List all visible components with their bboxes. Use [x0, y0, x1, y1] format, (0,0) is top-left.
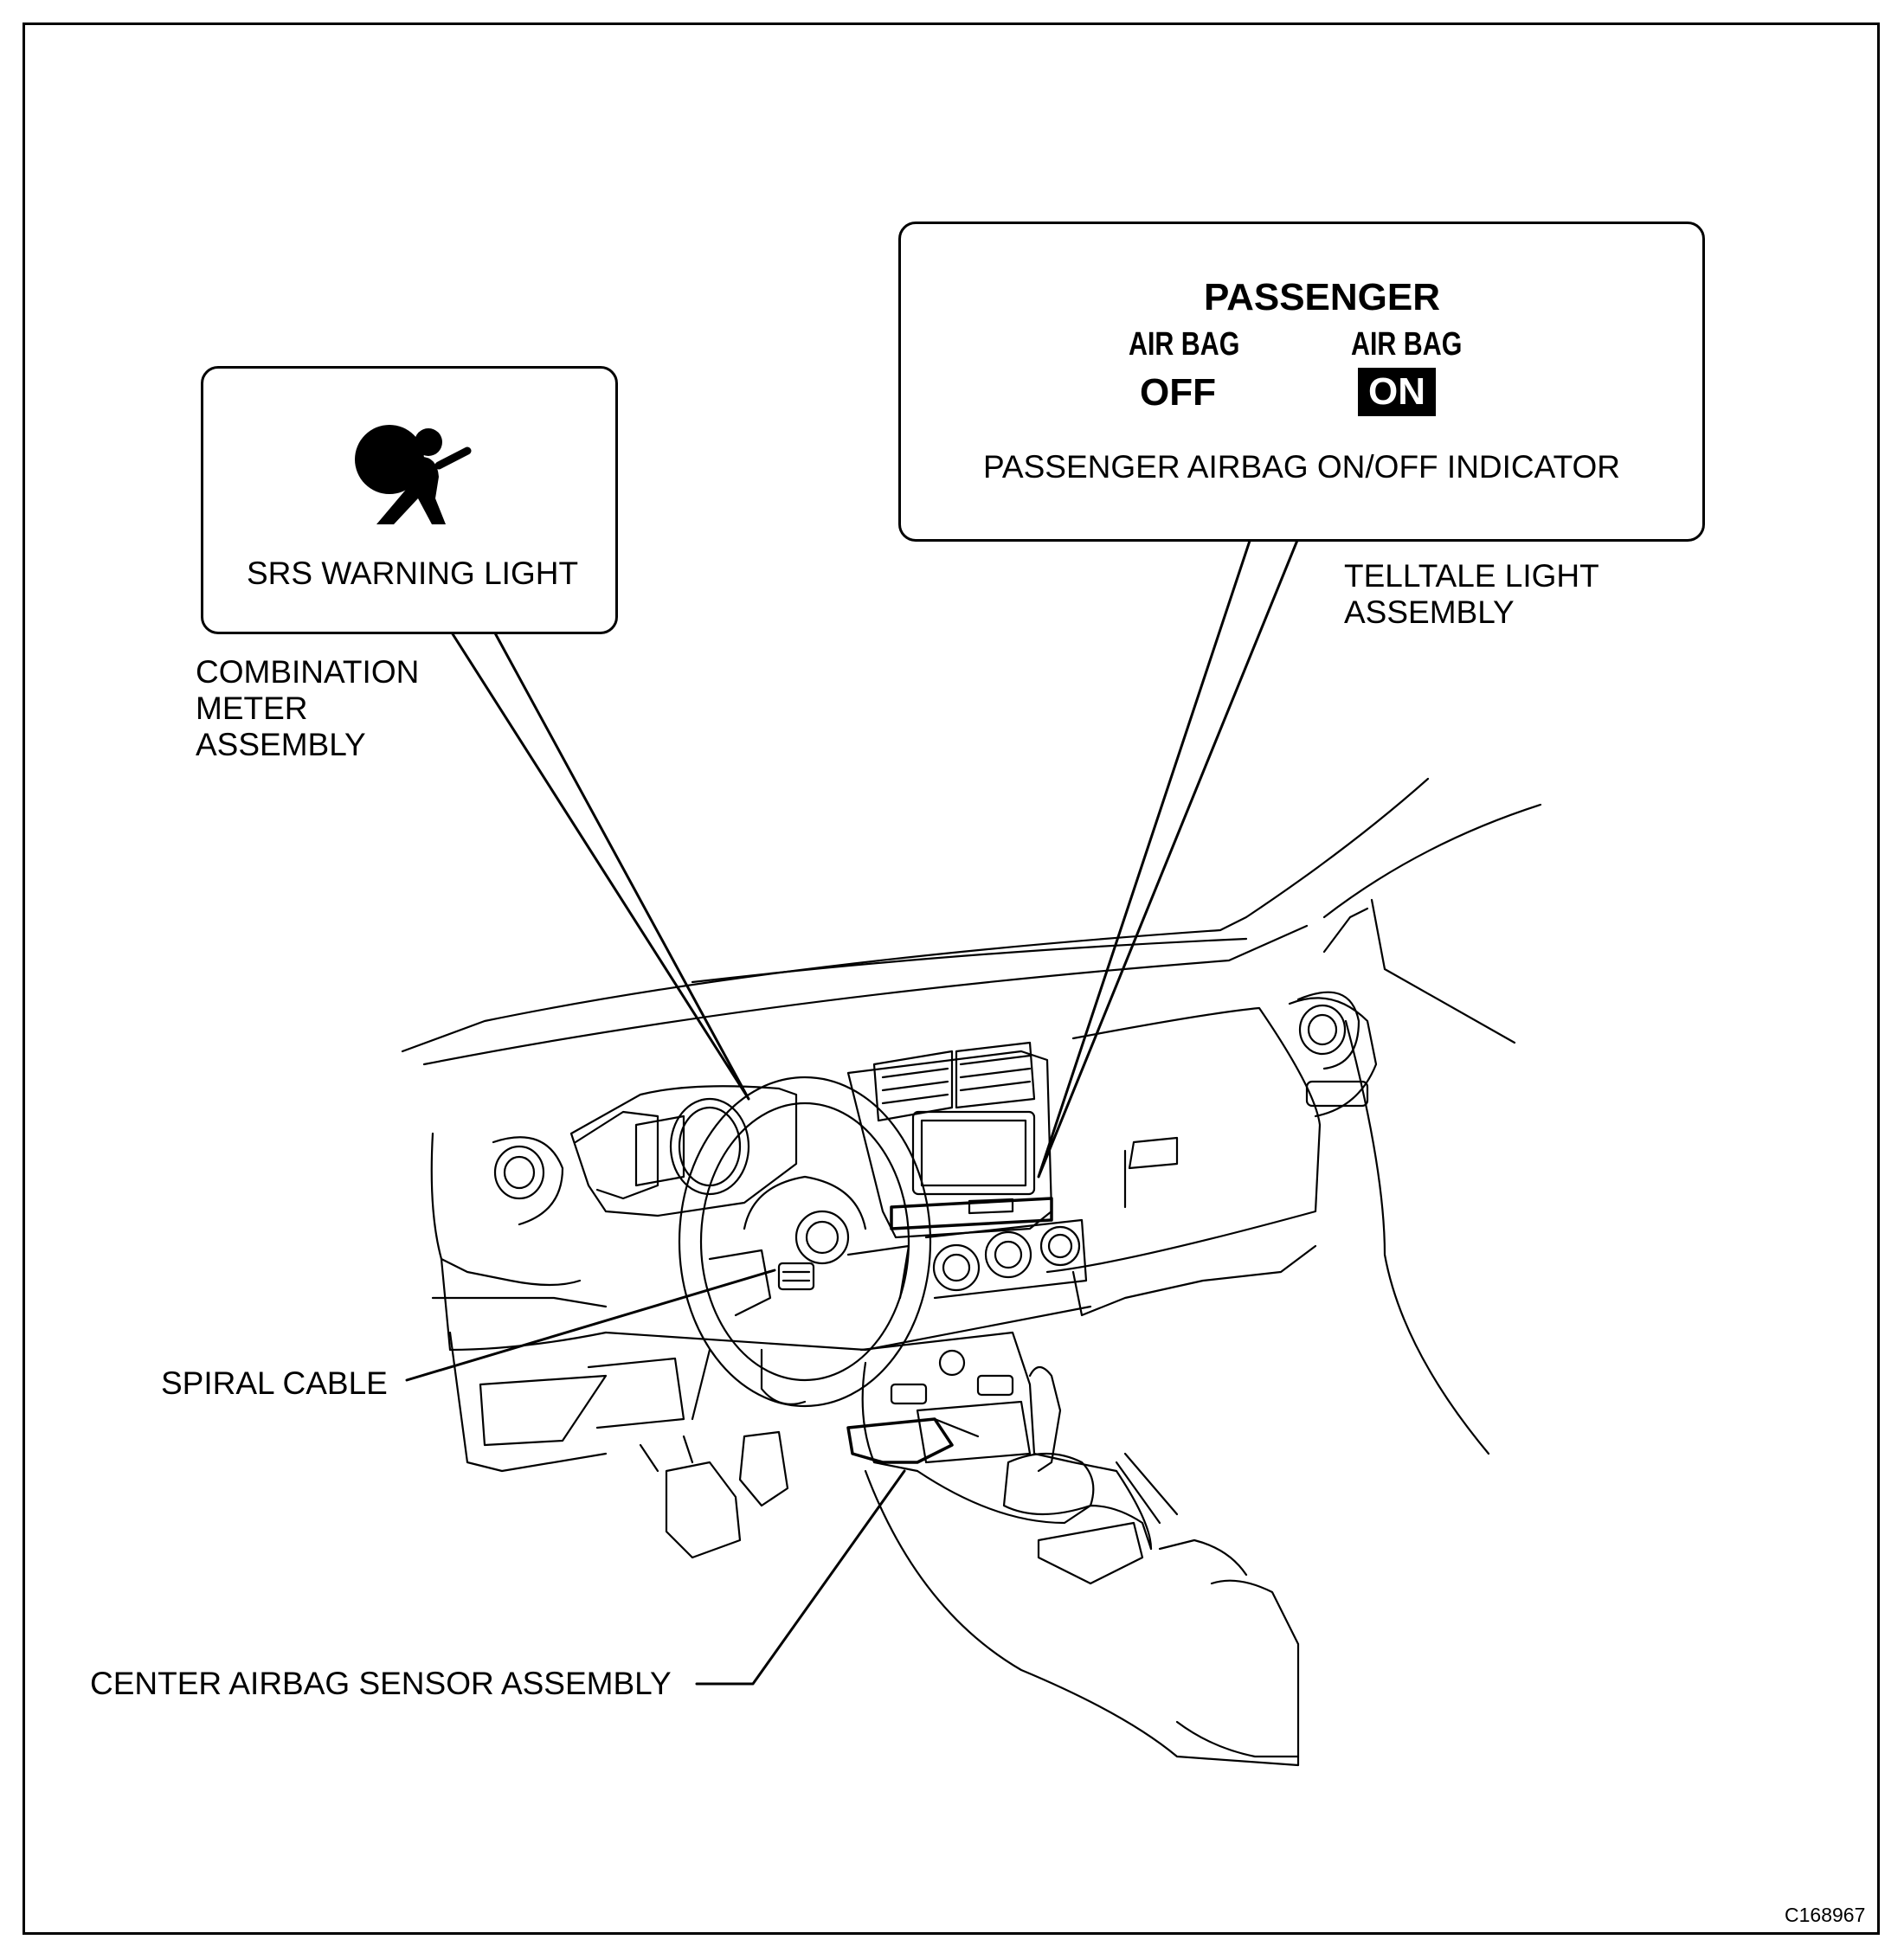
- srs-leader: [448, 628, 750, 1101]
- a-pillar: [1322, 803, 1542, 919]
- passenger-indicator-callout: PASSENGER AIR BAG OFF AIR BAG ON PASSENG…: [898, 222, 1705, 542]
- brake-pedal: [665, 1461, 742, 1559]
- diagram-frame: [23, 22, 1880, 1935]
- climate-knob-center: [984, 1230, 1032, 1279]
- center-airbag-sensor: [846, 1417, 954, 1464]
- telltale-bar: [890, 1197, 1053, 1230]
- combination-meter: [569, 1085, 798, 1217]
- center-airbag-sensor-label: CENTER AIRBAG SENSOR ASSEMBLY: [90, 1666, 672, 1701]
- center-sensor-leader: [695, 1469, 906, 1686]
- airbag-on-state: ON: [1358, 368, 1436, 416]
- left-vent: [493, 1145, 545, 1200]
- figure-id: C168967: [1785, 1904, 1866, 1926]
- passenger-indicator-caption: PASSENGER AIRBAG ON/OFF INDICATOR: [983, 449, 1621, 485]
- dash-top-outline-2: [422, 924, 1309, 1066]
- airbag-occupant-icon: [355, 425, 472, 524]
- dash-upper-edge: [691, 937, 1248, 984]
- climate-knob-left: [932, 1243, 981, 1292]
- spiral-cable-label: SPIRAL CABLE: [161, 1365, 388, 1401]
- combination-meter-label-3: ASSEMBLY: [196, 727, 366, 762]
- telltale-label-1: TELLTALE LIGHT: [1344, 558, 1599, 594]
- steering-wheel: [678, 1076, 932, 1408]
- telltale-label-2: ASSEMBLY: [1344, 594, 1515, 630]
- door-lower: [1344, 1019, 1490, 1455]
- passenger-leader: [1037, 536, 1300, 1179]
- right-vent: [1298, 1004, 1347, 1056]
- airbag-off-state: OFF: [1140, 371, 1216, 414]
- center-vents: [872, 1050, 954, 1122]
- gear-shifter: [1028, 1365, 1062, 1473]
- climate-knob-right: [1039, 1225, 1081, 1267]
- door-panel: [1370, 898, 1516, 1044]
- airbag-on-top: AIR BAG: [1351, 326, 1463, 363]
- srs-warning-label: SRS WARNING LIGHT: [247, 556, 579, 591]
- center-display: [911, 1110, 1036, 1196]
- dash-top-outline: [401, 777, 1430, 1053]
- spiral-cable-leader: [405, 1269, 776, 1382]
- airbag-off-top: AIR BAG: [1129, 326, 1240, 363]
- combination-meter-label-1: COMBINATION: [196, 654, 420, 690]
- door-line: [1322, 907, 1369, 954]
- accelerator-pedal: [738, 1430, 789, 1507]
- lower-left-panel: [479, 1374, 608, 1447]
- center-console: [859, 1331, 1153, 1551]
- glove-box: [1045, 1006, 1322, 1274]
- spiral-cable-hub: [794, 1210, 850, 1265]
- combination-meter-label-2: METER: [196, 690, 308, 726]
- passenger-heading: PASSENGER: [1204, 276, 1441, 318]
- srs-warning-callout: SRS WARNING LIGHT: [201, 366, 618, 634]
